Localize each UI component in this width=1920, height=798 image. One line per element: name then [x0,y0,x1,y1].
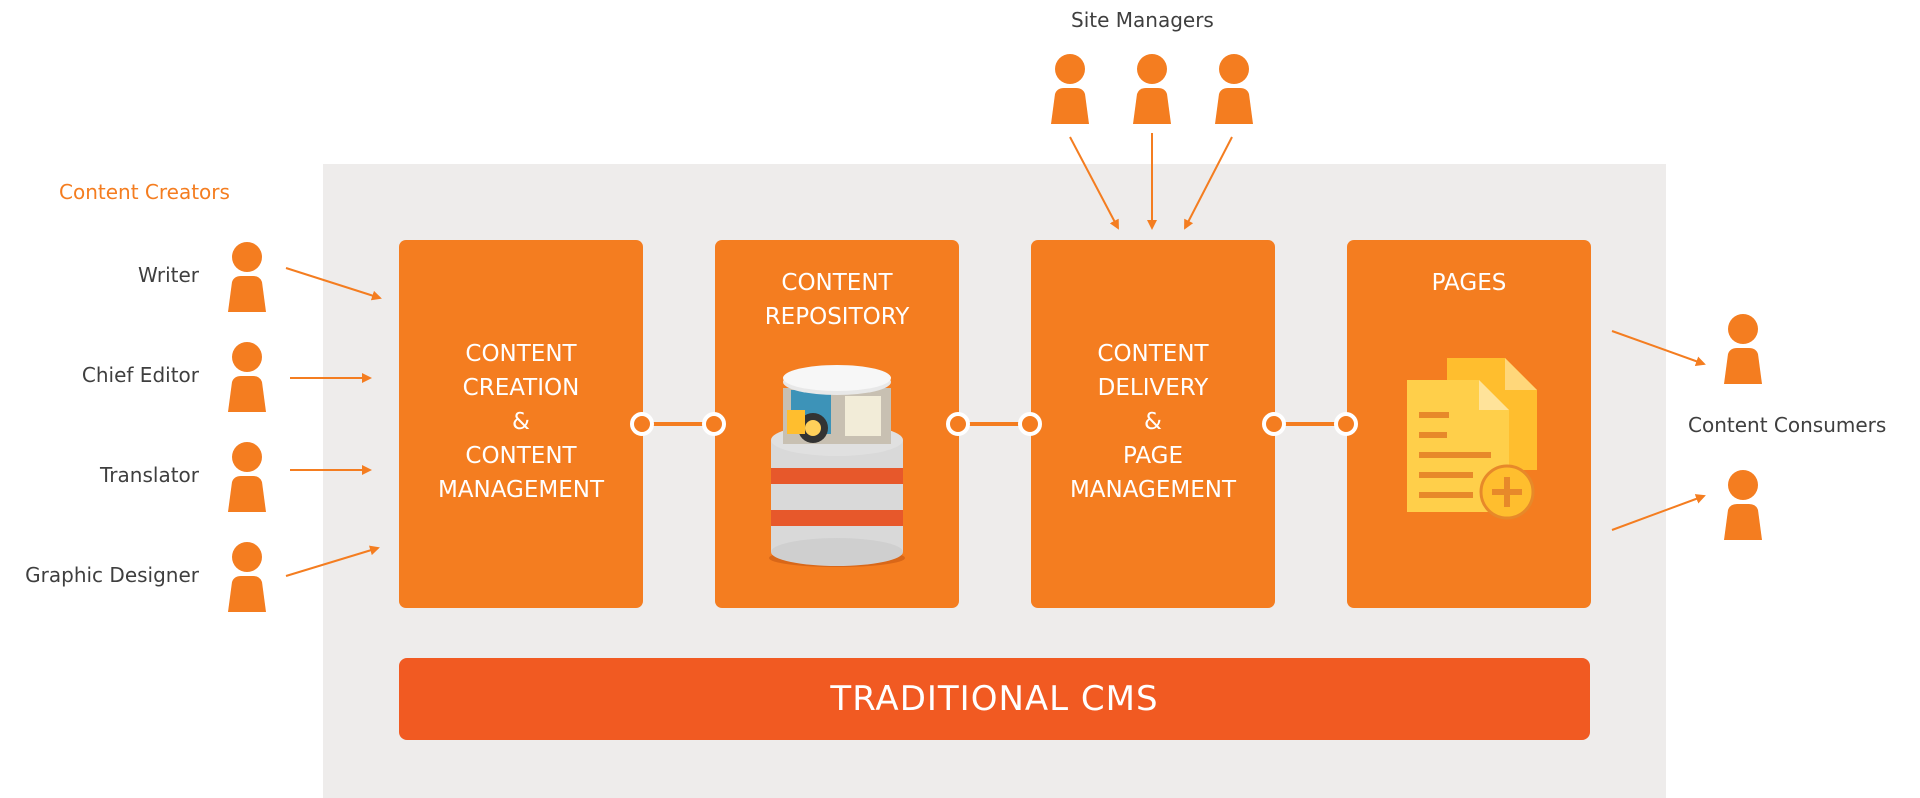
arrow-consumer-1 [1611,330,1706,367]
person-icon [1051,54,1089,124]
box-line: DELIVERY [1097,375,1209,401]
box-line: & [512,409,530,435]
box-connectors [630,412,1358,436]
content-delivery-box: CONTENT DELIVERY & PAGE MANAGEMENT [1031,240,1275,608]
person-icon [228,542,266,612]
pages-box: PAGES [1347,240,1591,608]
person-icon [1215,54,1253,124]
person-icon [1724,470,1762,540]
role-chief-editor: Chief Editor [81,363,199,387]
person-icon [228,342,266,412]
box-line: MANAGEMENT [1069,477,1237,503]
content-repository-box: CONTENT REPOSITORY [715,240,959,608]
box-line: CREATION [462,375,580,401]
content-creation-box: CONTENT CREATION & CONTENT MANAGEMENT [399,240,643,608]
box-line: CONTENT [465,341,577,367]
box-line: MANAGEMENT [437,477,605,503]
person-icon [1133,54,1171,124]
box-line: CONTENT [1097,341,1209,367]
box-line: & [1144,409,1162,435]
person-icon [228,442,266,512]
content-creators-title: Content Creators [59,180,230,204]
role-graphic-designer: Graphic Designer [25,563,199,587]
content-consumers-title: Content Consumers [1688,413,1887,437]
arrow-graphic-designer [285,545,380,577]
role-writer: Writer [137,263,199,287]
documents-add-icon [1407,358,1537,520]
role-translator: Translator [100,463,199,487]
site-managers-title: Site Managers [1071,8,1214,32]
box-line: PAGES [1431,270,1507,296]
arrow-consumer-2 [1611,494,1706,531]
database-icon [769,365,905,567]
arrow-manager-3 [1184,136,1233,230]
box-line: CONTENT [465,443,577,469]
box-line: REPOSITORY [764,304,910,330]
box-line: CONTENT [781,270,893,296]
traditional-cms-bar: TRADITIONAL CMS [399,658,1590,740]
box-line: PAGE [1122,443,1184,469]
person-icon [228,242,266,312]
arrow-manager-1 [1069,136,1119,230]
person-icon [1724,314,1762,384]
arrow-writer [285,267,382,301]
